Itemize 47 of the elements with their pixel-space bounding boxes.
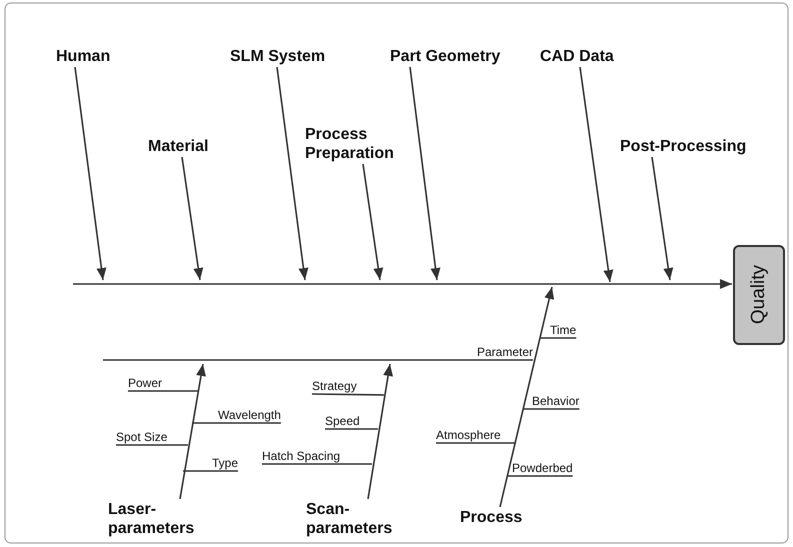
sub-cause-label: Type [212,456,238,470]
effect-label: Quality [748,265,770,325]
bone-line [436,442,515,444]
cause-label: Process Preparation [305,125,415,163]
bone-line [312,393,384,396]
arrow [74,66,106,280]
arrow [651,156,674,280]
sub-cause-label: Powderbed [512,461,573,475]
bone-line [523,408,580,410]
cause-label: Material [148,137,208,156]
sub-cause-label: Parameter [476,345,533,359]
sub-cause-label: Wavelength [218,408,281,422]
cause-label: Part Geometry [390,47,500,66]
bone-line [116,444,188,446]
effect-box [733,245,785,345]
bone-line [128,390,198,392]
bone-line [507,475,573,477]
cause-label: Process [460,508,522,527]
sub-cause-label: Atmosphere [436,428,501,442]
sub-cause-label: Strategy [312,379,357,393]
arrow [73,279,732,289]
cause-label: Laser-parameters [108,500,200,538]
sub-cause-label: Power [128,376,162,390]
sub-cause-label: Spot Size [116,430,168,444]
arrow [362,164,384,280]
cause-label: CAD Data [540,47,614,66]
cause-label: Post-Processing [620,137,746,156]
arrow [367,364,393,500]
bone-line [103,359,533,361]
bone-line [540,337,576,339]
bone-line [262,463,372,465]
arrow [579,66,614,282]
arrow [181,156,204,280]
bone-line [325,428,378,430]
sub-cause-label: Time [550,323,576,337]
sub-cause-label: Hatch Spacing [262,449,340,463]
cause-label: Human [56,47,110,66]
arrow [409,66,440,280]
bone-line [192,422,281,424]
arrow [499,286,554,508]
arrow [179,364,206,500]
cause-label: SLM System [230,47,326,66]
sub-cause-label: Speed [325,414,360,428]
bone-line [183,470,238,472]
sub-cause-label: Behavior [532,394,580,408]
cause-label: Scan-parameters [306,500,398,538]
arrow [276,66,308,280]
